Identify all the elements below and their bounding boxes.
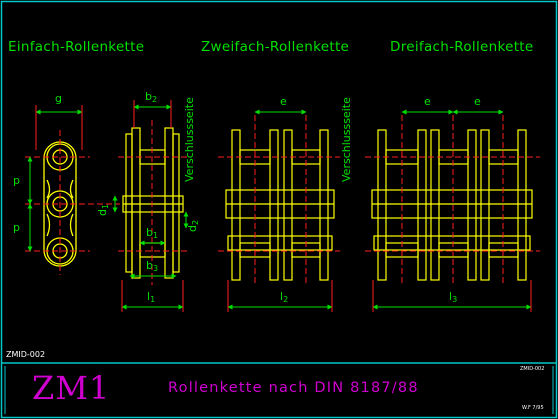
small-note: W.F 7/95 xyxy=(522,405,544,411)
dim-l2: l2 xyxy=(280,290,289,304)
lock-side-single: Verschlussseite xyxy=(183,97,196,182)
single-chain-dimensions xyxy=(27,105,83,252)
drawing-code-left: ZMID-002 xyxy=(6,350,46,359)
dim-e-triple-1: e xyxy=(424,95,431,108)
dim-e-double: e xyxy=(280,95,287,108)
dim-e-triple-2: e xyxy=(474,95,481,108)
dim-b1: b1 xyxy=(146,226,159,240)
dim-b3: b3 xyxy=(146,259,159,273)
title-single-chain: Einfach-Rollenkette xyxy=(8,39,145,55)
dim-l1: l1 xyxy=(147,290,156,304)
double-chain-centerlines xyxy=(218,115,340,285)
dim-l3: l3 xyxy=(449,290,458,304)
single-chain-centerlines xyxy=(25,130,120,275)
top-view-centerlines xyxy=(118,120,190,285)
double-chain xyxy=(225,129,335,281)
drawing-code-right: ZMID-002 xyxy=(520,366,545,372)
dim-p-upper: p xyxy=(13,174,20,187)
title-triple-chain: Dreifach-Rollenkette xyxy=(390,39,534,55)
top-view-dimensions xyxy=(112,100,189,312)
lock-side-double: Verschlussseite xyxy=(340,97,353,182)
dim-d2: d2 xyxy=(186,219,200,232)
dim-g: g xyxy=(55,92,62,105)
triple-chain xyxy=(371,129,533,281)
double-chain-dimensions xyxy=(227,109,333,312)
logo-zm1: ZM1 xyxy=(32,369,111,407)
dim-b2: b2 xyxy=(145,90,158,104)
dim-p-lower: p xyxy=(13,221,20,234)
title-double-chain: Zweifach-Rollenkette xyxy=(201,39,350,55)
triple-chain-dimensions xyxy=(372,109,532,312)
drawing-subtitle: Rollenkette nach DIN 8187/88 xyxy=(168,380,419,396)
single-chain-top-view xyxy=(122,127,184,279)
dim-d1: d1 xyxy=(96,203,110,216)
triple-chain-centerlines xyxy=(365,115,540,285)
